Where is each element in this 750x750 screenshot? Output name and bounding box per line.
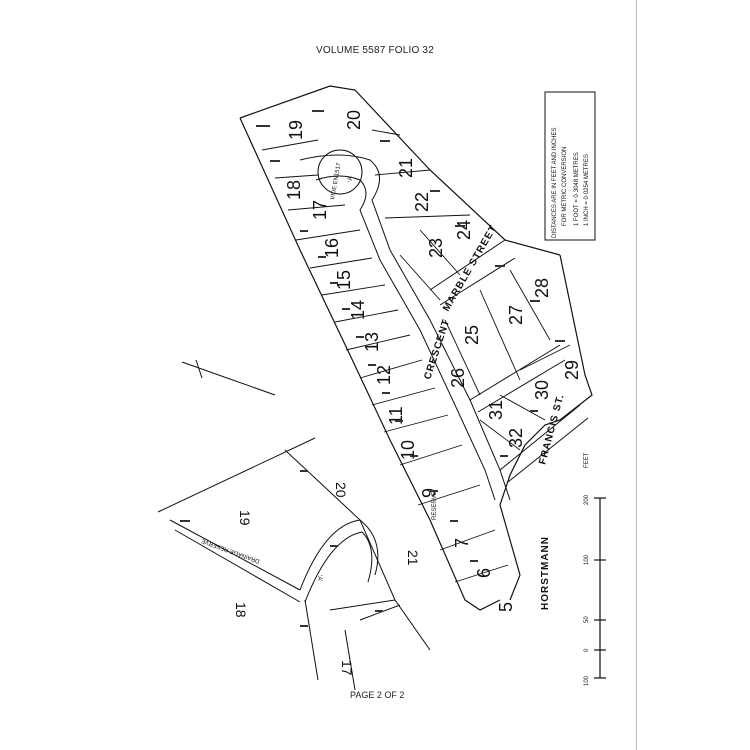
legend-line-4: 1 INCH = 0·0254 METRES [584, 154, 590, 226]
lot-number: 17 [310, 200, 330, 220]
legend-line-1: DISTANCES ARE IN FEET AND INCHES [552, 128, 558, 238]
road-label-francis: FRANCIS ST. [537, 393, 566, 466]
lot-number: 30 [532, 380, 552, 400]
lot-number: 6 [474, 568, 494, 578]
crescent-road [299, 149, 511, 501]
lot-number: 23 [426, 238, 446, 258]
lot-number: 15 [334, 270, 354, 290]
lot-number: 5 [496, 602, 516, 612]
lot-number: 14 [348, 300, 368, 320]
lot-number: 21 [396, 158, 416, 178]
lot-number: 16 [322, 238, 342, 258]
scale-tick-100: 100 [584, 554, 590, 565]
inset-lot-number: 19 [237, 510, 253, 526]
lot-number: 28 [532, 278, 552, 298]
scale-tick-0: 0 [584, 648, 590, 652]
lot-number: 31 [486, 400, 506, 420]
lot-number: 24 [454, 220, 474, 240]
lot-division-lines [261, 129, 571, 583]
lot-number: 13 [362, 332, 382, 352]
lot-number: 32 [506, 428, 526, 448]
inset-lot-numbers: 19 20 18 17 21 ‘A’ [233, 482, 421, 676]
page-footer: PAGE 2 OF 2 [350, 690, 405, 700]
lot-number: 18 [284, 180, 304, 200]
dimension-annotations [180, 110, 565, 627]
road-label-horstmann: HORSTMANN [540, 536, 551, 610]
inset-lot-number: 17 [339, 660, 355, 676]
lot-number: 20 [344, 110, 364, 130]
inset-lot-number: 20 [333, 482, 349, 498]
main-lot-numbers: 20 19 18 17 16 15 14 13 12 11 10 21 22 2… [284, 110, 582, 612]
inset-a-label: ‘A’ [316, 575, 322, 581]
lot-number: 29 [562, 360, 582, 380]
lot-number: 26 [448, 368, 468, 388]
lot-number: 19 [286, 120, 306, 140]
lot-number: 9 [419, 488, 439, 498]
lot-number: 7 [452, 538, 472, 548]
main-subdivision-outline [239, 85, 593, 611]
legend-line-3: 1 FOOT = 0·3048 METRES [574, 152, 580, 226]
legend-line-2: FOR METRIC CONVERSION [562, 147, 568, 226]
vide-label: VIDE EN1517 [330, 162, 343, 200]
main-a-label: ‘A’ [348, 176, 354, 182]
lot-number: 10 [398, 440, 418, 460]
north-arrow [181, 359, 276, 396]
metric-conversion-legend: DISTANCES ARE IN FEET AND INCHES FOR MET… [544, 91, 596, 241]
scale-tick-50: 50 [584, 616, 590, 623]
francis-street [499, 404, 589, 483]
scale-tick-100-left: 100 [584, 675, 590, 686]
inset-lot-number: 18 [233, 602, 249, 618]
lot-number: 27 [506, 305, 526, 325]
lot-number: 22 [412, 192, 432, 212]
road-label-reserve: RESERVE [432, 491, 438, 520]
lot-number: 25 [462, 325, 482, 345]
scale-tick-200: 200 [584, 494, 590, 505]
inset-lot-number: 21 [405, 550, 421, 566]
scale-labels: FEET 200 100 50 0 100 [584, 452, 590, 686]
lot-number: 12 [374, 365, 394, 385]
scale-unit: FEET [584, 452, 590, 468]
scale-bar [594, 497, 606, 679]
page-title: VOLUME 5587 FOLIO 32 [316, 45, 434, 56]
inset-diagram [157, 437, 431, 691]
page-edge-line [636, 0, 637, 750]
lot-number: 11 [386, 406, 406, 425]
